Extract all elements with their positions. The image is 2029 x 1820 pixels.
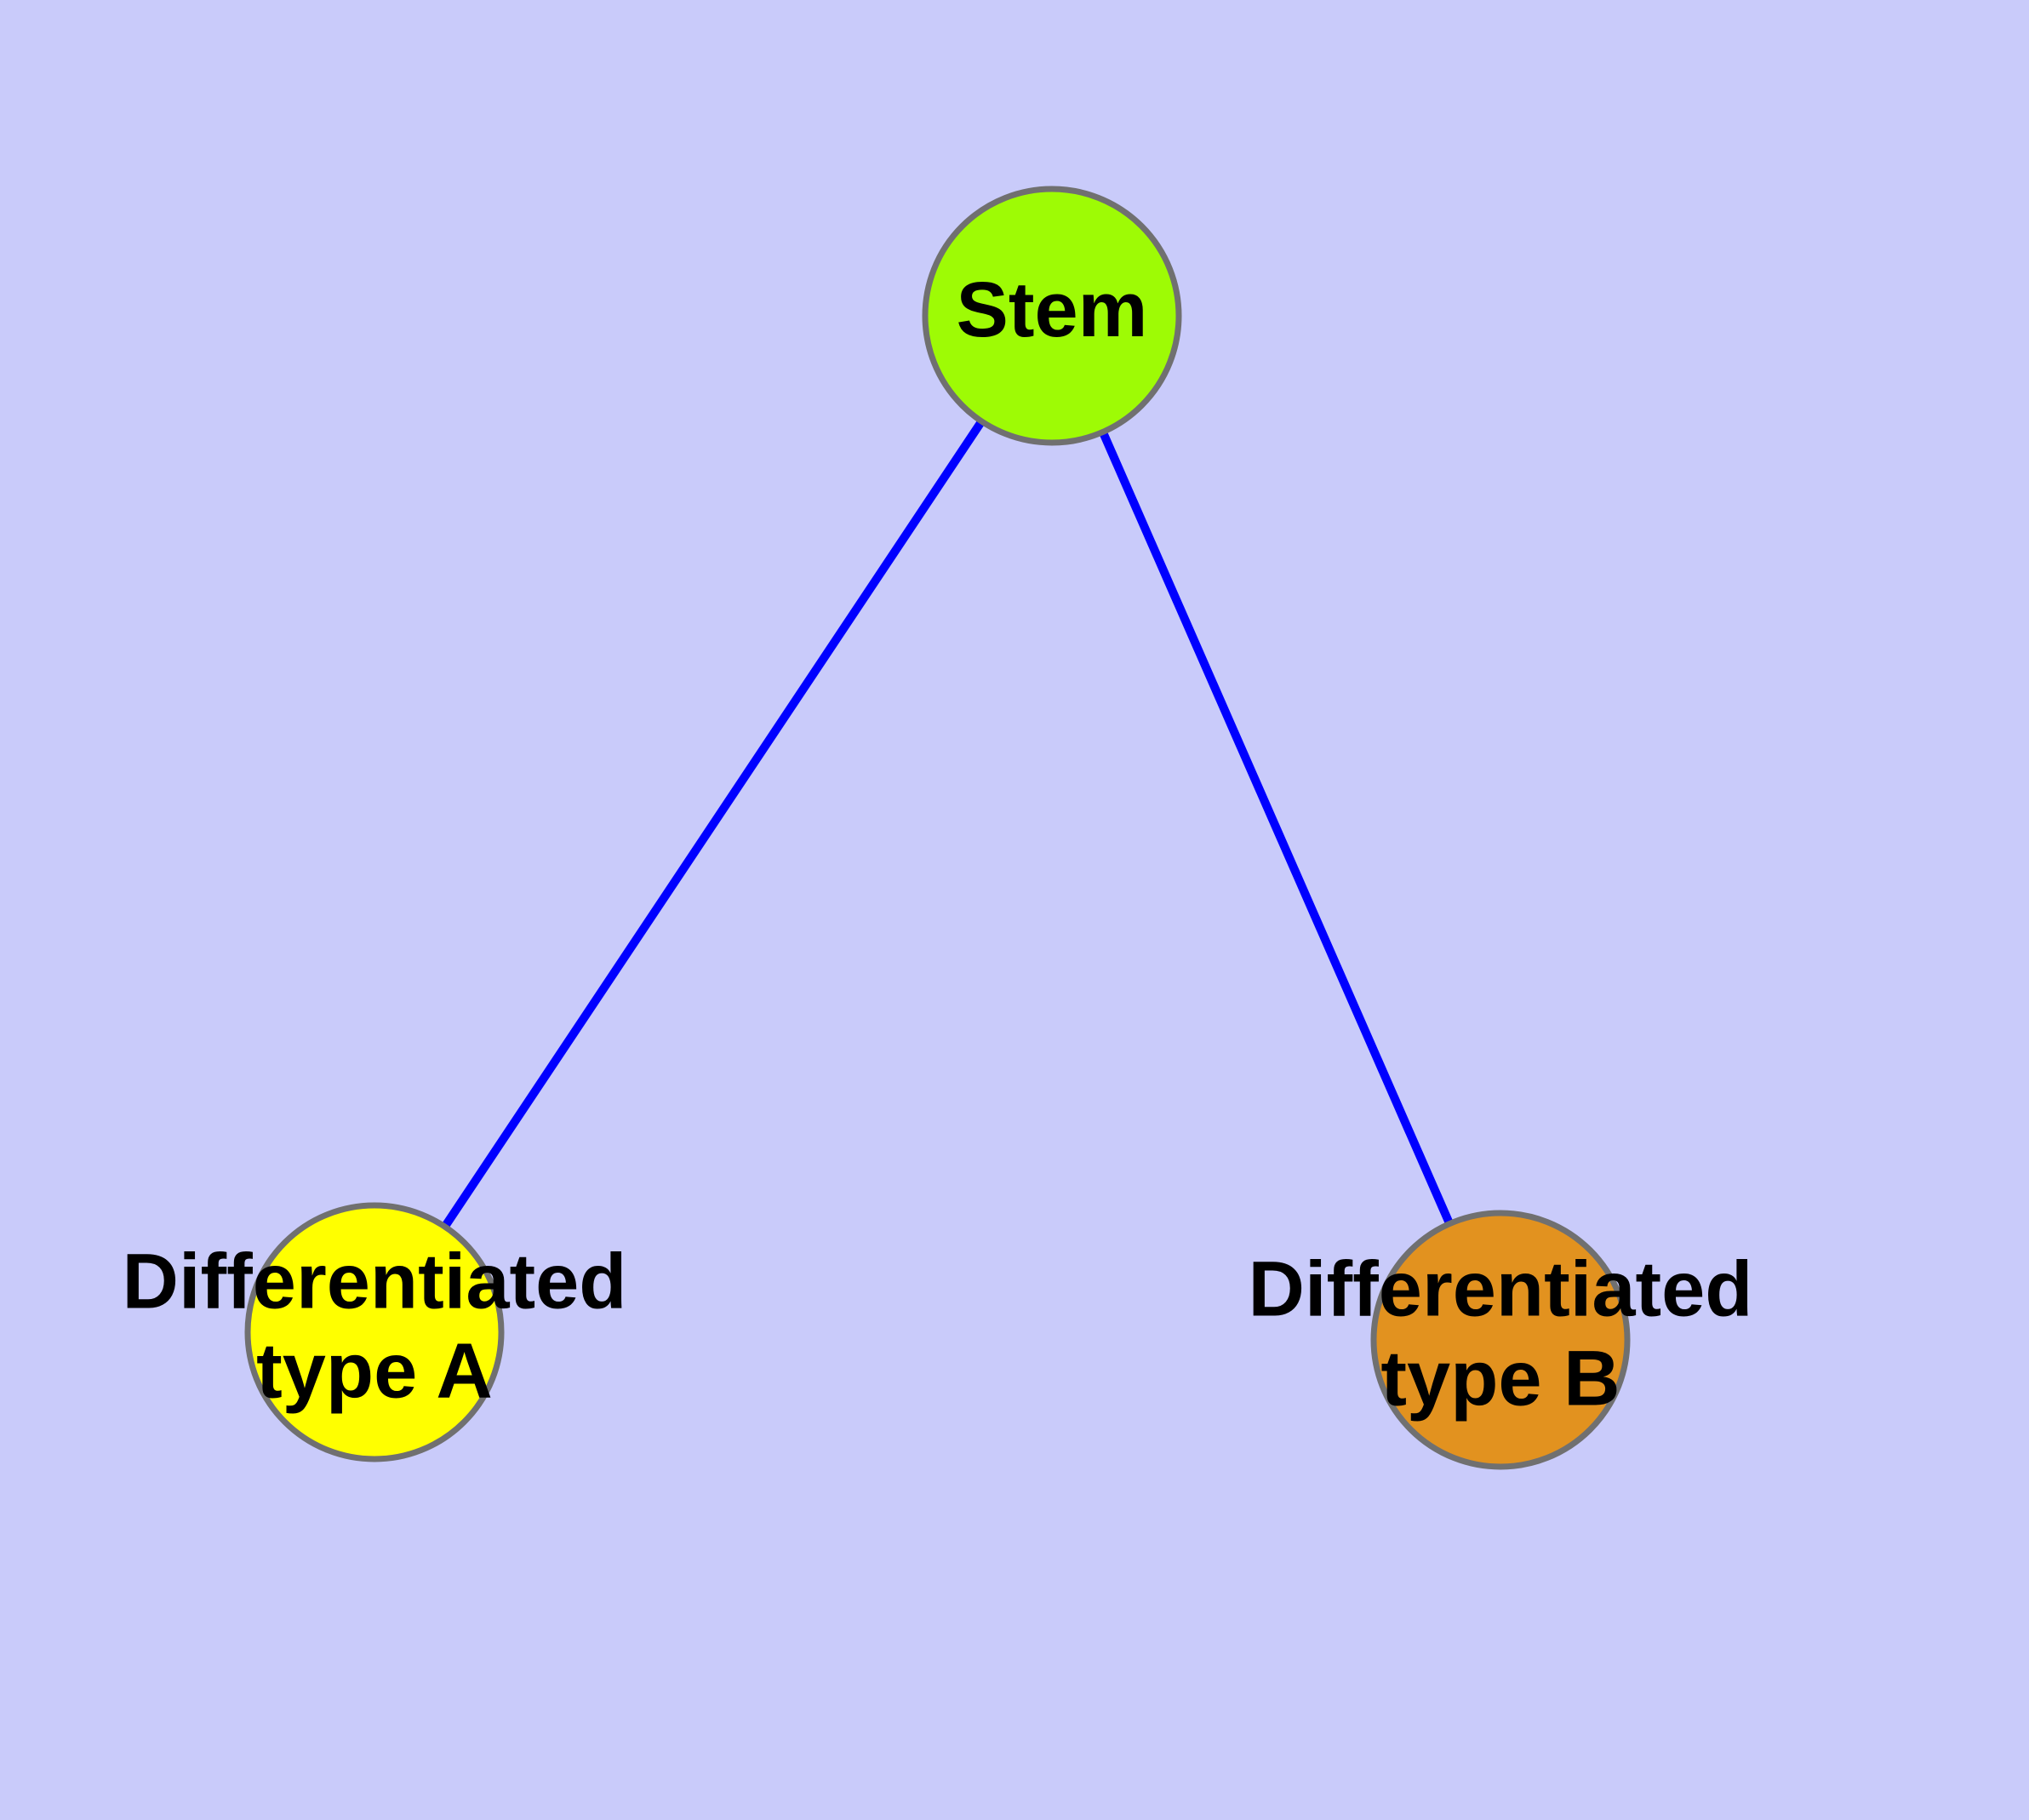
- edge-layer: [370, 313, 1505, 1342]
- node-differentiated-type-b-circle[interactable]: [1370, 1210, 1631, 1470]
- edge-stem-to-differentiated-type-a[interactable]: [370, 313, 1056, 1335]
- node-differentiated-type-a-circle[interactable]: [244, 1202, 505, 1462]
- node-stem-circle[interactable]: [922, 186, 1182, 446]
- edge-stem-to-differentiated-type-b[interactable]: [1048, 313, 1505, 1342]
- node-stem[interactable]: Stem: [922, 186, 1182, 446]
- node-stem-label: Stem: [957, 266, 1148, 353]
